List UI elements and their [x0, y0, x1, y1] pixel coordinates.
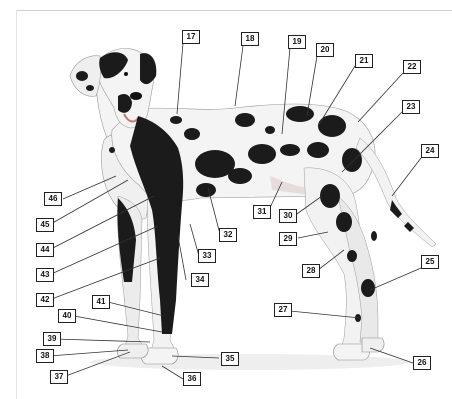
label-24: 24 — [421, 144, 439, 158]
label-37: 37 — [50, 370, 68, 384]
label-42: 42 — [36, 293, 54, 307]
label-20: 20 — [316, 43, 334, 57]
label-43: 43 — [36, 268, 54, 282]
label-31: 31 — [253, 205, 271, 219]
label-34: 34 — [191, 273, 209, 287]
label-28: 28 — [302, 264, 320, 278]
label-46: 46 — [44, 192, 62, 206]
label-45: 45 — [36, 218, 54, 232]
label-21: 21 — [355, 54, 373, 68]
label-38: 38 — [36, 349, 54, 363]
label-30: 30 — [279, 209, 297, 223]
label-29: 29 — [279, 232, 297, 246]
label-36: 36 — [183, 372, 201, 386]
label-23: 23 — [402, 100, 420, 114]
label-25: 25 — [421, 255, 439, 269]
label-44: 44 — [36, 243, 54, 257]
label-32: 32 — [219, 228, 237, 242]
label-18: 18 — [241, 32, 259, 46]
label-27: 27 — [274, 303, 292, 317]
label-33: 33 — [198, 249, 216, 263]
label-26: 26 — [413, 356, 431, 370]
label-39: 39 — [43, 332, 61, 346]
label-22: 22 — [403, 60, 421, 74]
label-19: 19 — [288, 35, 306, 49]
label-40: 40 — [58, 309, 76, 323]
label-17: 17 — [182, 30, 200, 44]
label-41: 41 — [92, 295, 110, 309]
label-35: 35 — [221, 352, 239, 366]
